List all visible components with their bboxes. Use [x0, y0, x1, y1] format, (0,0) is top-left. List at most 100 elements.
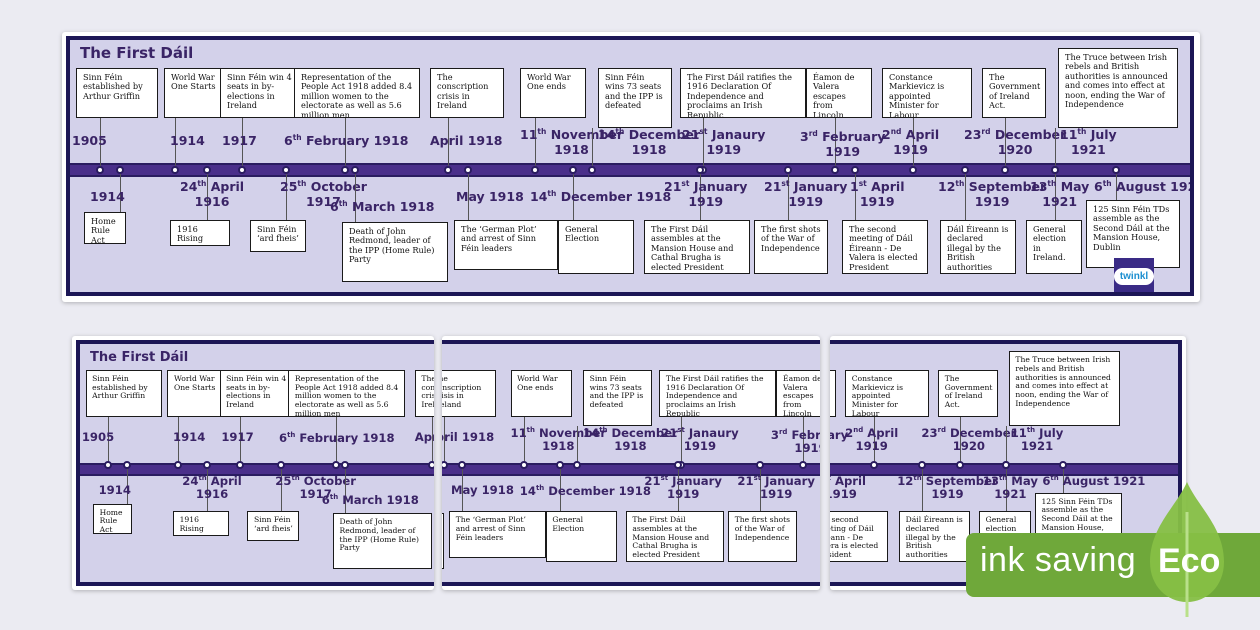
p1-bottom-connector-line [207, 464, 209, 512]
main-bottom-timeline-marker [1051, 166, 1059, 174]
p2-bottom-connector-line [759, 464, 761, 512]
p2-top-event-date: April 1918 [442, 430, 495, 445]
p2-bottom-connector-line [462, 464, 464, 512]
main-top-event-box: World War One ends [520, 68, 586, 118]
main-top-connector-line [1005, 118, 1006, 170]
main-top-connector-line [175, 118, 176, 170]
main-bottom-connector-line [965, 170, 966, 220]
main-top-event-date: 6th February 1918 [284, 133, 409, 149]
preview-page-2[interactable]: Representation of the People Act 1918 ad… [442, 336, 820, 590]
main-bottom-event-box: General election in Ireland. [1026, 220, 1082, 274]
main-bottom-connector-line [355, 170, 356, 222]
p3-bottom-event-box: The second meeting of Dáil Éireann - De … [830, 511, 888, 562]
p1-bottom-event-box: Sinn Féin ‘ard fheis’ [247, 511, 300, 542]
p3-bottom-connector-line [1006, 464, 1008, 512]
p1-bottom-connector-line [345, 464, 347, 514]
main-bottom-connector-line [700, 170, 701, 220]
leaf-icon [1150, 482, 1224, 617]
p1-top-timeline-marker [173, 460, 182, 469]
preview-page-1-frame: The First Dáil Sinn Féin established by … [76, 340, 434, 586]
main-top-event-box: The First Dáil ratifies the 1916 Declara… [680, 68, 806, 118]
main-bottom-event-box: Home Rule Act [84, 212, 126, 244]
p2-top-event-box: The First Dáil ratifies the 1916 Declara… [659, 370, 777, 417]
preview-page-2-bar [442, 463, 820, 476]
main-bottom-connector-line [788, 170, 789, 220]
p3-top-connector-line [873, 416, 875, 465]
main-bottom-event-box: 1916 Rising [170, 220, 230, 246]
p1-bottom-timeline-marker [276, 460, 285, 469]
main-bottom-event-box: The first shots of the War of Independen… [754, 220, 828, 274]
p1-top-timeline-marker [331, 460, 340, 469]
main-top-event-date: April 1918 [430, 133, 503, 148]
p2-top-timeline-marker [573, 460, 582, 469]
p1-bottom-connector-line [280, 464, 282, 512]
main-top-connector-line [913, 118, 914, 170]
main-bottom-timeline-marker [1112, 166, 1120, 174]
main-bottom-timeline-marker [851, 166, 859, 174]
main-top-event-box: Representation of the People Act 1918 ad… [294, 68, 420, 118]
main-top-connector-line [835, 118, 836, 170]
preview-page-2-frame: Representation of the People Act 1918 ad… [442, 340, 820, 586]
main-top-timeline-marker [909, 166, 917, 174]
preview-page-1-title: The First Dáil [90, 350, 189, 365]
p2-bottom-timeline-marker [755, 460, 764, 469]
p1-bottom-event-box: Home Rule Act [93, 503, 133, 534]
p1-bottom-event-box: Death of John Redmond, leader of the IPP… [332, 513, 432, 570]
p1-top-event-box: Sinn Féin established by Arthur Griffin [85, 370, 162, 417]
p3-bottom-timeline-marker [918, 460, 927, 469]
preview-page-1[interactable]: The First Dáil Sinn Féin established by … [72, 336, 434, 590]
main-top-event-box: Sinn Féin established by Arthur Griffin [76, 68, 158, 118]
main-top-event-box: The conscription crisis in Ireland [430, 68, 504, 118]
p1-top-timeline-marker [427, 460, 434, 469]
p2-top-event-box: The conscription crisis in Ireland [442, 370, 496, 417]
p2-top-connector-line [524, 416, 526, 465]
main-top-timeline-marker [588, 166, 596, 174]
main-bottom-connector-line [573, 170, 574, 220]
p2-top-timeline-marker [520, 460, 529, 469]
p1-top-timeline-marker [103, 460, 112, 469]
main-top-connector-line [345, 118, 346, 170]
main-top-connector-line [592, 128, 593, 170]
main-top-event-box: Constance Markievicz is appointed Minist… [882, 68, 972, 118]
timeline-title: The First Dáil [80, 44, 194, 62]
p3-bottom-event-box: Dáil Éireann is declared illegal by the … [899, 511, 970, 562]
p1-top-event-date: 6th February 1918 [279, 431, 395, 446]
p2-bottom-timeline-marker [458, 460, 467, 469]
p3-bottom-connector-line [922, 464, 924, 512]
p2-top-event-box: World War One ends [510, 370, 572, 417]
p2-top-timeline-marker [442, 460, 448, 469]
p1-top-event-box: Representation of the People Act 1918 ad… [288, 370, 406, 417]
main-top-timeline-marker [171, 166, 179, 174]
twinkl-logo: twinkl [1113, 258, 1155, 292]
main-top-connector-line [242, 118, 243, 170]
p2-bottom-timeline-marker [555, 460, 564, 469]
p1-top-event-box: The conscription crisis in Ireland [414, 370, 434, 417]
main-top-event-box: Sinn Féin wins 73 seats and the IPP is d… [598, 68, 672, 128]
main-bottom-event-date: 6th August 1921 [1094, 179, 1190, 195]
main-bottom-connector-line [207, 170, 208, 220]
p3-top-timeline-marker [869, 460, 878, 469]
main-top-timeline-marker [96, 166, 104, 174]
p2-top-connector-line [803, 416, 805, 465]
main-top-event-date: 1905 [72, 133, 107, 148]
main-bottom-event-date: 14th December 1918 [530, 189, 672, 205]
main-bottom-connector-line [1116, 170, 1117, 200]
main-top-timeline-marker [341, 166, 349, 174]
main-top-event-box: The Truce between Irish rebels and Briti… [1058, 48, 1178, 128]
p2-bottom-event-box: The First Dáil assembles at the Mansion … [625, 511, 725, 562]
main-timeline-frame: The First Dáil Sinn Féin established by … [66, 36, 1194, 296]
main-top-connector-line [535, 118, 536, 170]
main-top-connector-line [1055, 128, 1056, 170]
main-bottom-event-box: General Election [558, 220, 634, 274]
